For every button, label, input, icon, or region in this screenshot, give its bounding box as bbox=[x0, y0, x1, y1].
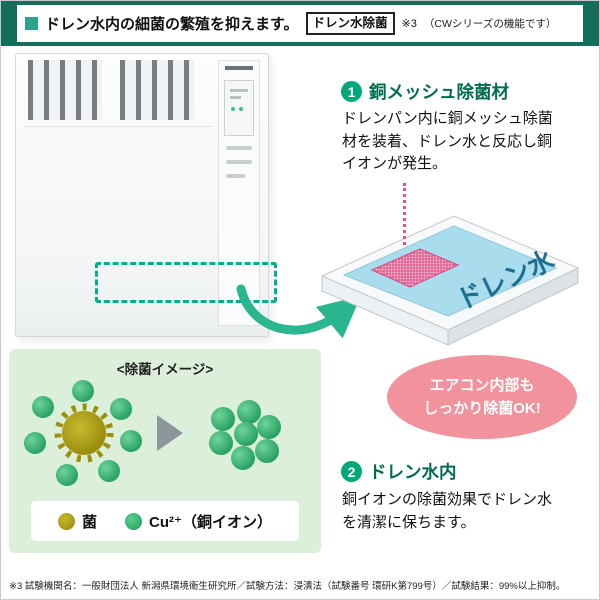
copper-ion-icon bbox=[72, 380, 94, 402]
bubble-line-2: しっかり除菌OK! bbox=[423, 400, 541, 417]
curved-arrow-icon bbox=[236, 284, 361, 339]
ac-button bbox=[226, 146, 252, 150]
bubble-line-1: エアコン内部も bbox=[429, 376, 535, 394]
copper-ion-icon bbox=[120, 430, 142, 452]
diagram-legend: 菌 Cu²⁺（銅イオン） bbox=[31, 501, 299, 541]
tray-water bbox=[342, 225, 558, 317]
step-1-heading: 1 銅メッシュ除菌材 bbox=[341, 79, 509, 104]
legend-item-copper-ion: Cu²⁺（銅イオン） bbox=[125, 511, 272, 532]
indicator-led-icon bbox=[231, 107, 235, 111]
sterilization-illustration bbox=[24, 380, 281, 486]
copper-ion-icon bbox=[209, 431, 233, 455]
header-bar: ドレン水内の細菌の繁殖を抑えます。 ドレン水除菌 ※3 （CWシリーズの機能です… bbox=[1, 1, 599, 46]
copper-ion-icon bbox=[234, 422, 258, 446]
test-footnote: ※3 試験機関名：一般財団法人 新潟県環境衛生研究所／試験方法：浸漬法（試験番号… bbox=[9, 581, 566, 592]
bullet-square-icon bbox=[25, 17, 38, 30]
copper-ion-icon bbox=[255, 439, 279, 463]
legend-label: 菌 bbox=[82, 513, 98, 531]
copper-ion-icon bbox=[237, 400, 261, 424]
step-1-description: ドレンパン内に銅メッシュ除菌材を装着、ドレン水と反応し銅イオンが発生。 bbox=[342, 110, 553, 172]
bacteria-icon bbox=[62, 411, 106, 455]
copper-ion-icon bbox=[257, 415, 281, 439]
page-title: ドレン水内の細菌の繁殖を抑えます。 bbox=[45, 16, 299, 33]
ac-button bbox=[226, 160, 252, 164]
step-2-heading: 2 ドレン水内 bbox=[341, 459, 457, 484]
ac-brand-mark bbox=[225, 66, 253, 70]
indicator-led-icon bbox=[239, 107, 243, 111]
air-conditioner-unit-photo bbox=[15, 53, 269, 337]
step-1-number-badge: 1 bbox=[341, 81, 362, 102]
header-inner: ドレン水内の細菌の繁殖を抑えます。 ドレン水除菌 ※3 （CWシリーズの機能です… bbox=[17, 5, 583, 42]
callout-bubble: エアコン内部も しっかり除菌OK! bbox=[387, 355, 577, 439]
footnote-reference: ※3 bbox=[401, 18, 417, 30]
copper-ion-icon bbox=[211, 407, 235, 431]
copper-ion-icon bbox=[56, 464, 78, 486]
feature-badge: ドレン水除菌 bbox=[305, 12, 395, 35]
diagram-title: <除菌イメージ> bbox=[116, 362, 214, 377]
copper-ion-icon bbox=[110, 398, 132, 420]
copper-mesh bbox=[370, 248, 460, 288]
bacteria-spikes bbox=[54, 403, 114, 463]
ac-display-bar bbox=[230, 96, 241, 99]
ac-louver-right bbox=[120, 60, 194, 120]
drain-pan-illustration: ドレン水 bbox=[320, 215, 580, 346]
step-2-title: ドレン水内 bbox=[369, 462, 457, 482]
ac-panel-seam bbox=[24, 126, 212, 127]
sterilization-diagram-box: <除菌イメージ> bbox=[9, 349, 321, 553]
transition-arrow-icon bbox=[157, 415, 183, 451]
ac-display-bar bbox=[230, 89, 248, 92]
legend-label: Cu²⁺（銅イオン） bbox=[149, 513, 272, 531]
copper-ion-dot-icon bbox=[125, 512, 143, 530]
legend-item-bacteria: 菌 bbox=[58, 511, 97, 532]
step-1-title: 銅メッシュ除菌材 bbox=[369, 82, 509, 102]
bacteria-dot-icon bbox=[58, 512, 76, 530]
ac-display bbox=[224, 80, 254, 136]
series-note: （CWシリーズの機能です） bbox=[423, 18, 557, 30]
ac-control-panel bbox=[218, 60, 260, 326]
ac-button bbox=[226, 174, 245, 178]
ac-louver-left bbox=[28, 60, 102, 120]
drain-pan-highlight-box bbox=[95, 262, 277, 303]
step-2-number-badge: 2 bbox=[341, 461, 362, 482]
copper-ion-icon bbox=[24, 432, 46, 454]
step-2-description: 銅イオンの除菌効果でドレン水を清潔に保ちます。 bbox=[342, 491, 553, 531]
copper-ion-icon bbox=[231, 446, 255, 470]
copper-ion-icon bbox=[32, 396, 54, 418]
mesh-leader-line bbox=[403, 183, 406, 245]
copper-ion-icon bbox=[98, 460, 120, 482]
